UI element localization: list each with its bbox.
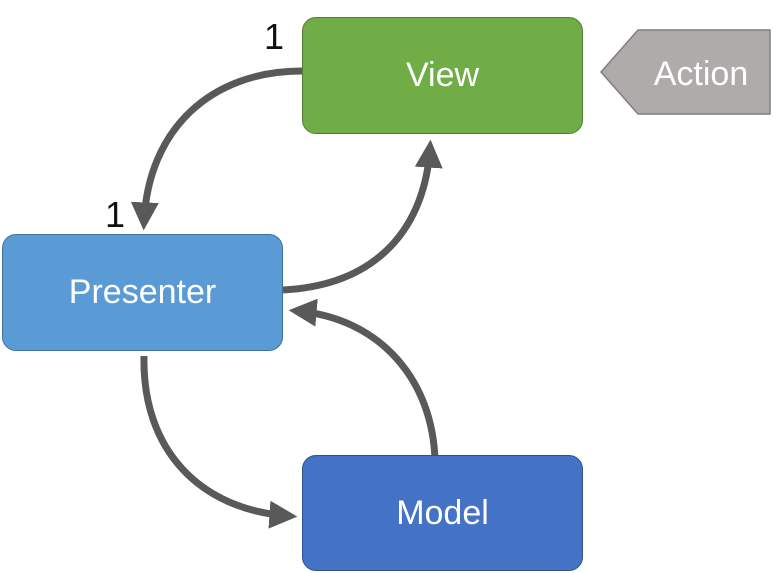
presenter-node: Presenter	[2, 234, 283, 351]
connector-presenter-to-model	[140, 355, 298, 529]
model-node: Model	[302, 455, 583, 571]
action-shape	[600, 29, 771, 115]
presenter-multiplicity: 1	[105, 194, 126, 235]
view-multiplicity: 1	[264, 16, 285, 57]
action-label: Action	[653, 55, 749, 93]
connector-view-to-presenter	[130, 67, 303, 231]
view-label: View	[405, 56, 480, 94]
presenter-label: Presenter	[68, 273, 217, 311]
model-label: Model	[396, 493, 489, 532]
connector-presenter-to-view	[282, 139, 443, 294]
connector-model-to-presenter	[288, 298, 439, 462]
view-node: View	[302, 17, 583, 134]
